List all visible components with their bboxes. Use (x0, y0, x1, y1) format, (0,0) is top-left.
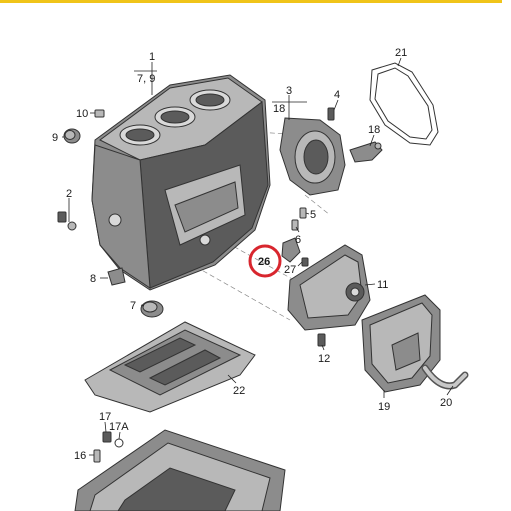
callout-6[interactable]: 6 (295, 234, 301, 246)
callout-26[interactable]: 26 (258, 256, 270, 268)
sensor-8[interactable] (107, 267, 126, 286)
dowel-pin-5[interactable] (299, 207, 307, 219)
callout-22[interactable]: 22 (233, 385, 245, 397)
callout-4[interactable]: 4 (334, 89, 340, 101)
housing-11[interactable] (287, 244, 371, 331)
leader-lines (62, 57, 454, 456)
callout-12[interactable]: 12 (318, 353, 330, 365)
callout-labels: 1 7, 9 10 9 2 8 7 3 18 4 21 18 5 6 26 27… (52, 47, 452, 462)
bracket-18[interactable] (349, 141, 383, 163)
plug-10[interactable] (94, 109, 105, 118)
sealing-cap-7[interactable] (140, 300, 164, 318)
bolt-27[interactable] (301, 257, 309, 267)
callout-19[interactable]: 19 (378, 401, 390, 413)
callout-16[interactable]: 16 (74, 450, 86, 462)
bolts-2[interactable] (57, 211, 77, 231)
callout-20[interactable]: 20 (440, 397, 452, 409)
engine-block[interactable] (91, 74, 271, 291)
bolt-4[interactable] (327, 107, 335, 121)
baffle-22[interactable] (84, 321, 256, 413)
seal-flange-3[interactable] (279, 117, 346, 196)
callout-10[interactable]: 10 (76, 108, 88, 120)
callout-7[interactable]: 7 (130, 300, 136, 312)
callout-18-top[interactable]: 18 (273, 103, 285, 115)
callout-11[interactable]: 11 (377, 279, 388, 291)
cover-19[interactable] (361, 294, 441, 393)
callout-5[interactable]: 5 (310, 209, 316, 221)
seal-ring-17A[interactable] (114, 438, 124, 448)
callout-27[interactable]: 27 (284, 264, 296, 276)
sealing-cap-9[interactable] (63, 128, 81, 144)
callout-7-9[interactable]: 7, 9 (137, 73, 155, 85)
callout-2[interactable]: 2 (66, 188, 72, 200)
highlight-circle (248, 244, 282, 278)
sensor-26[interactable] (281, 237, 301, 263)
callout-17[interactable]: 17 (99, 411, 111, 423)
pin-16[interactable] (93, 449, 101, 463)
oil-pan[interactable] (74, 429, 286, 511)
callout-9[interactable]: 9 (52, 132, 58, 144)
callout-21[interactable]: 21 (395, 47, 407, 59)
callout-1[interactable]: 1 (149, 51, 155, 63)
gasket-21[interactable] (369, 62, 439, 146)
top-accent-bar (0, 0, 502, 3)
bolt-12[interactable] (317, 333, 326, 347)
callout-18-right[interactable]: 18 (368, 124, 380, 136)
hose-20[interactable] (421, 364, 469, 390)
callout-8[interactable]: 8 (90, 273, 96, 285)
callout-3[interactable]: 3 (286, 85, 292, 97)
drain-plug-17[interactable] (102, 431, 112, 443)
callout-17A[interactable]: 17A (109, 421, 129, 433)
